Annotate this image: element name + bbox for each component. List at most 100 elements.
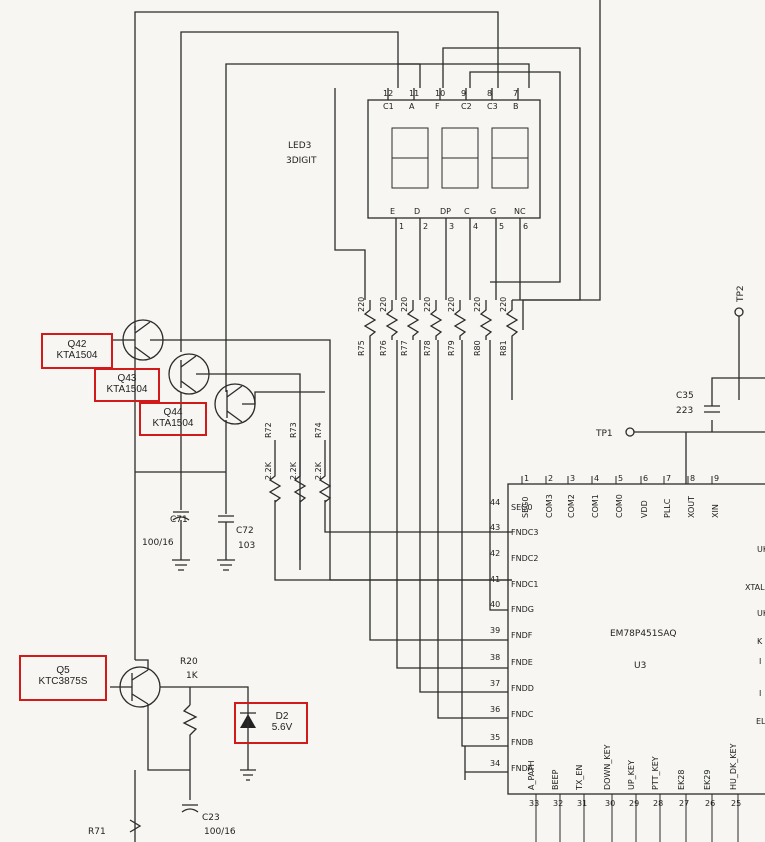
highlight-q43: Q43 KTA1504	[94, 368, 160, 402]
ic-top-pin-number: 3	[570, 474, 575, 483]
ic-bottom-pin-label: TX_EN	[575, 765, 584, 791]
wire	[437, 340, 508, 719]
tp2-label: TP2	[736, 285, 746, 303]
ic-left-pin-number: 37	[490, 679, 500, 688]
ic-bottom-pin-number: 27	[679, 799, 689, 808]
ic-left-pin-label: FNDC3	[511, 528, 538, 537]
led-top-pin-number: 11	[409, 89, 419, 98]
wire	[150, 339, 512, 581]
transistor-q44	[214, 383, 256, 425]
resistor-value: 220	[499, 297, 508, 312]
ic-top-pin-label: COM2	[567, 494, 576, 518]
ic-edge-fragment: I	[759, 657, 761, 666]
ic-top-pin-number: 7	[666, 474, 671, 483]
resistor-zigzag	[453, 300, 467, 340]
led-bottom-pin-label: D	[414, 207, 420, 216]
ic-edge-fragment: K	[757, 637, 763, 646]
ic-top-pin-label: COM3	[545, 494, 554, 518]
ic-left-pin-number: 40	[490, 600, 500, 609]
resistor-ref: R77	[400, 340, 409, 356]
led-ref: LED3	[288, 141, 311, 151]
ic-edge-fragment: UK_	[757, 545, 765, 554]
resistor-ref: R76	[379, 340, 388, 356]
ic-bottom-pin-label: DOWN_KEY	[603, 744, 612, 790]
c35-value: 223	[676, 406, 693, 416]
ic-bottom-pin-number: 33	[529, 799, 539, 808]
ic-bottom-pin-number: 31	[577, 799, 587, 808]
resistor-ref: R74	[314, 422, 323, 438]
ic-top-pin-label: SEG0	[521, 497, 530, 518]
ic-ref: U3	[634, 661, 646, 671]
resistor-zigzag	[318, 440, 332, 503]
wire	[334, 88, 366, 300]
resistor-ref: R72	[264, 422, 273, 438]
led-top-pin-label: A	[409, 102, 415, 111]
q43-ref: Q43	[117, 373, 137, 384]
ic-bottom-pin-number: 30	[605, 799, 615, 808]
ic-top-pin-label: COM0	[615, 494, 624, 518]
c71-ref: C71	[170, 515, 188, 525]
highlight-q42: Q42 KTA1504	[41, 333, 113, 369]
ic-top-pin-number: 9	[714, 474, 719, 483]
capacitor-c71	[172, 472, 190, 571]
wire	[469, 71, 561, 283]
ic-bottom-pin-number: 29	[629, 799, 639, 808]
resistor-value: 220	[423, 297, 432, 312]
led-display	[367, 99, 541, 219]
wire	[522, 0, 601, 330]
ic-u3	[507, 483, 765, 795]
ic-left-pin-label: FNDB	[511, 738, 533, 747]
led-top-pin-label: C1	[383, 102, 394, 111]
c72-value: 103	[238, 541, 255, 551]
ic-bottom-pin-label: EK29	[703, 770, 712, 790]
wire	[369, 340, 508, 641]
ic-left-pin-number: 42	[490, 549, 500, 558]
led-bottom-pin-number: 5	[499, 222, 504, 231]
ic-edge-fragment: EL	[756, 717, 765, 726]
resistor-zigzag	[406, 300, 420, 340]
test-point-tp2	[734, 307, 744, 400]
resistor-ref: R75	[357, 340, 366, 356]
resistor-value: 2.2K	[289, 461, 298, 480]
led-bottom-pin-label: G	[490, 207, 496, 216]
ic-top-pin-number: 2	[548, 474, 553, 483]
resistor-value: 220	[447, 297, 456, 312]
highlight-q44: Q44 KTA1504	[139, 402, 207, 436]
resistor-value: 220	[473, 297, 482, 312]
ic-top-pin-label: VDD	[640, 500, 649, 518]
d2-ref: D2	[275, 711, 289, 722]
wire	[274, 500, 512, 581]
q44-part: KTA1504	[152, 418, 194, 429]
wire	[180, 31, 399, 352]
led-top-pin-label: F	[435, 102, 440, 111]
ic-bottom-pin-number: 32	[553, 799, 563, 808]
resistor-ref: R81	[499, 340, 508, 356]
ic-bottom-pin-label: A_PATH	[527, 760, 536, 790]
led-value: 3DIGIT	[286, 156, 317, 166]
wire	[134, 354, 227, 660]
ic-edge-fragment: I	[759, 689, 761, 698]
resistor-zigzag	[363, 300, 377, 340]
ic-left-pin-label: SEG0	[511, 503, 532, 512]
resistor-ref: R79	[447, 340, 456, 356]
ic-bottom-pin-label: EK28	[677, 770, 686, 790]
wire	[419, 340, 508, 693]
ic-left-pin-number: 39	[490, 626, 500, 635]
transistor-q5	[110, 666, 161, 708]
capacitor-c72	[217, 472, 235, 571]
led-top-pin-number: 7	[513, 89, 518, 98]
ic-top-pin-number: 5	[618, 474, 623, 483]
d2-part: 5.6V	[271, 722, 293, 733]
resistor-ref: R78	[423, 340, 432, 356]
q5-part: KTC3875S	[38, 676, 88, 687]
ic-left-pin-number: 38	[490, 653, 500, 662]
resistor-zigzag	[505, 300, 519, 340]
ic-top-pin-label: XIN	[711, 504, 720, 518]
q44-ref: Q44	[163, 407, 183, 418]
wire	[396, 340, 508, 669]
wire	[464, 746, 508, 780]
led-bottom-pin-label: NC	[514, 207, 526, 216]
r71-ref: R71	[88, 827, 106, 837]
